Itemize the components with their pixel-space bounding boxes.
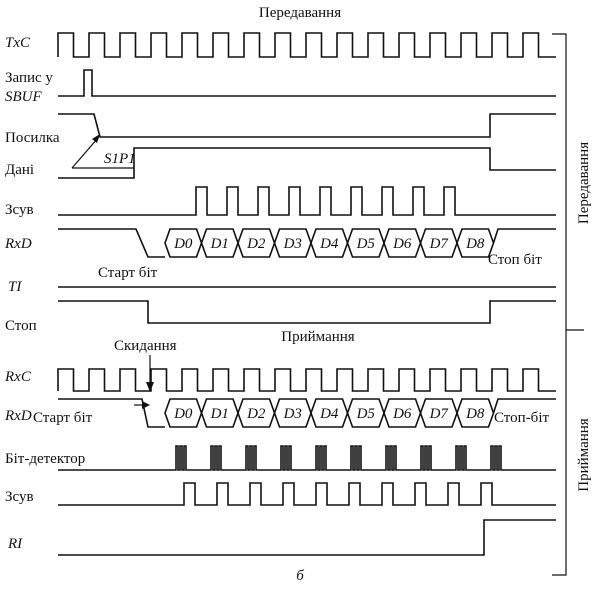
rxd-r-bit-label: D1: [210, 406, 229, 422]
side-bracket: [552, 33, 567, 576]
rxd-r-idle-start: [58, 398, 165, 428]
rxd-t-bit-label: D3: [283, 236, 302, 252]
waveform-shift-r: [58, 482, 556, 506]
figure-caption: б: [296, 568, 304, 584]
rxd-r-bit-label: D6: [392, 406, 412, 422]
waveform-rxd-t: D0 D1 D2 D3 D4 D5 D6 D7 D8: [58, 228, 556, 258]
s1p1-arrow: [71, 137, 99, 169]
rxd-t-bit-label: D0: [173, 236, 193, 252]
rxd-r-bit-label: D0: [173, 406, 193, 422]
label-shift-r: Зсув: [5, 489, 34, 505]
waveform-txc: [57, 32, 556, 58]
rxd-t-bit-label: D6: [392, 236, 412, 252]
waveform-rxc: [57, 368, 556, 392]
label-ti: TI: [8, 279, 22, 295]
s1p1-arrowhead: [92, 134, 100, 143]
rxd-t-stop: [492, 228, 556, 244]
label-txc: TxC: [5, 35, 31, 51]
rxd-t-idle-start: [58, 228, 165, 258]
transmit-title: Передавання: [259, 5, 341, 21]
label-bit-detector: Біт-детектор: [5, 451, 85, 467]
label-start-bit-r: Старт біт: [33, 410, 93, 426]
label-send: Посилка: [5, 130, 60, 146]
waveform-sbuf-write: [58, 69, 556, 97]
label-rxc: RxC: [4, 369, 32, 385]
label-rxd-r: RxD: [4, 408, 32, 424]
rxd-r-bit-label: D3: [283, 406, 302, 422]
waveform-stop: [58, 300, 556, 324]
label-sbuf-write-2: SBUF: [5, 89, 42, 105]
rxd-r-bit-label: D5: [356, 406, 376, 422]
label-s1p1: S1P1: [104, 151, 136, 167]
label-data: Дані: [5, 162, 34, 178]
reset-arrowhead: [146, 382, 154, 392]
waveform-ri: [58, 519, 556, 556]
waveform-data: [58, 147, 556, 179]
rxd-t-bit-label: D1: [210, 236, 229, 252]
side-label-receive: Приймання: [576, 418, 592, 491]
label-stop: Стоп: [5, 318, 37, 334]
side-label-transmit: Передавання: [576, 142, 592, 224]
waveform-shift-t: [58, 186, 556, 216]
rxd-r-bit-label: D2: [246, 406, 266, 422]
label-reset: Скидання: [114, 338, 177, 354]
waveform-rxd-r: D0 D1 D2 D3 D4 D5 D6 D7 D8: [58, 398, 556, 428]
rxd-t-bit-label: D7: [429, 236, 450, 252]
rxd-t-bit-label: D5: [356, 236, 376, 252]
label-start-bit-t: Старт біт: [98, 265, 158, 281]
rxd-r-bit-label: D4: [319, 406, 339, 422]
rxd-r-stop: [492, 398, 556, 414]
waveform-bit-detector: [58, 445, 556, 471]
waveform-send: [58, 113, 556, 138]
rxd-r-bit-label: D8: [465, 406, 485, 422]
rxd-t-bit-label: D4: [319, 236, 339, 252]
label-stop-bit-r: Стоп-біт: [494, 410, 549, 426]
label-stop-bit-t: Стоп біт: [488, 252, 542, 268]
rxd-r-bit-label: D7: [429, 406, 450, 422]
rxd-t-bit-label: D8: [465, 236, 485, 252]
label-shift-t: Зсув: [5, 202, 34, 218]
label-sbuf-write-1: Запис у: [5, 70, 53, 86]
receive-title: Приймання: [281, 329, 354, 345]
label-rxd-t: RxD: [4, 236, 32, 252]
rxd-t-bit-label: D2: [246, 236, 266, 252]
label-ri: RI: [7, 536, 23, 552]
